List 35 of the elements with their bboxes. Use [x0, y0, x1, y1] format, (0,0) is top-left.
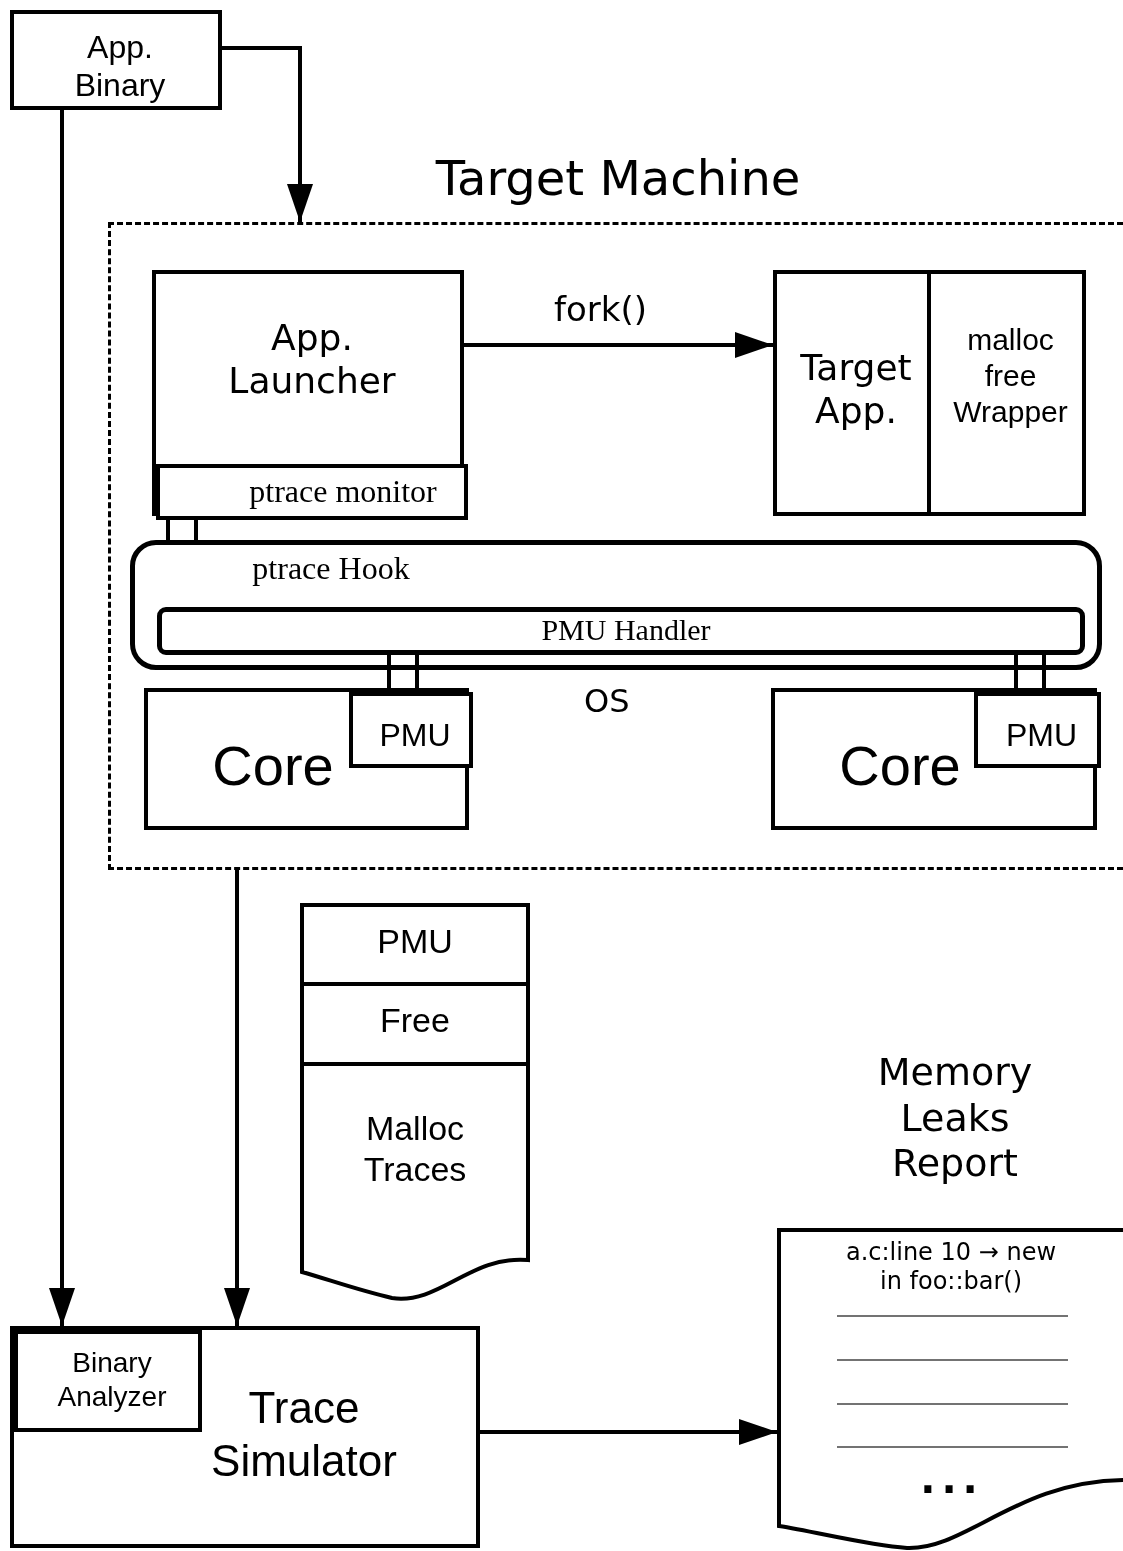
node-label: Trace Simulator — [210, 1382, 398, 1487]
diagram-heading: Target Machine — [434, 150, 802, 208]
layer-label: OS — [584, 682, 630, 721]
node-label: Malloc Traces — [362, 1108, 468, 1190]
node-label: Target App. — [799, 346, 913, 433]
node-label: PMU — [376, 921, 454, 962]
node-label: Free — [379, 1000, 451, 1041]
report-entry: a.c:line 10 → new in foo::bar() — [844, 1238, 1058, 1296]
os-layer-box — [130, 540, 1102, 670]
node-label: Core — [838, 733, 962, 799]
arrow — [224, 870, 250, 1326]
node-label: PMU Handler — [540, 612, 712, 648]
node-label: ptrace Hook — [251, 549, 411, 588]
monitor-box — [156, 464, 468, 520]
pmu-box — [974, 692, 1101, 768]
arrow — [480, 1419, 777, 1445]
document-shape — [300, 982, 530, 1064]
handler-box — [157, 607, 1085, 655]
node-label: malloc free Wrapper — [952, 322, 1069, 430]
process-box — [10, 10, 222, 110]
node-label: App. Binary — [73, 28, 167, 105]
node-label: Core — [211, 733, 335, 799]
node-label: Binary Analyzer — [56, 1346, 168, 1414]
report-heading: Memory Leaks Report — [876, 1050, 1034, 1187]
process-box — [10, 1326, 480, 1548]
ellipsis: ... — [919, 1455, 985, 1503]
node-label: PMU — [378, 716, 452, 755]
arrow — [464, 332, 773, 358]
arrow — [49, 110, 75, 1326]
node-label: ptrace monitor — [248, 472, 438, 511]
pmu-box — [349, 692, 473, 768]
node-label: PMU — [1004, 716, 1079, 755]
document-shape — [300, 903, 530, 984]
arrow — [222, 46, 313, 222]
node-label: App. Launcher — [227, 316, 397, 403]
